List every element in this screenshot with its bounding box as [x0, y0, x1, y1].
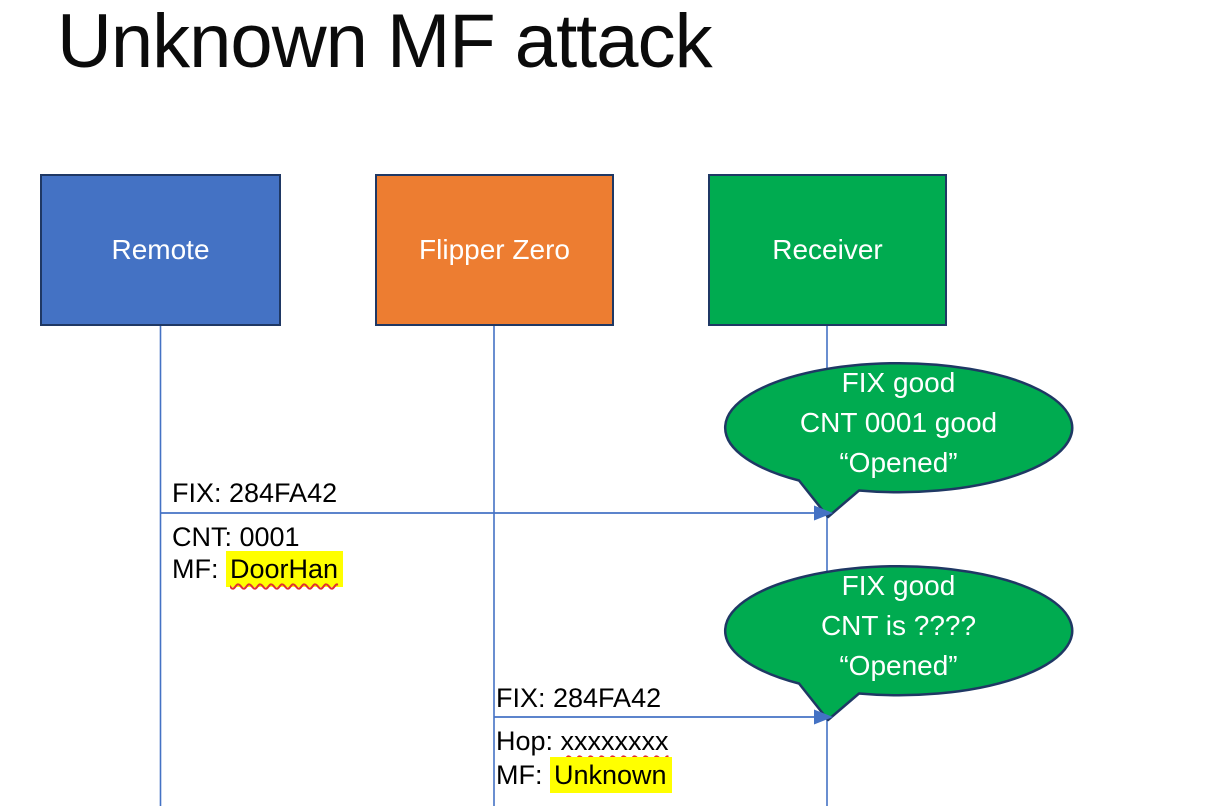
bubble-line: FIX good [841, 367, 956, 398]
bubble-line: CNT 0001 good [799, 407, 998, 438]
speech-bubble-1-text: FIX good CNT 0001 good “Opened” [725, 363, 1072, 483]
speech-bubble-1-shape [723, 361, 1074, 519]
message-1-fix-label: FIX: 284FA42 [172, 478, 338, 508]
speech-bubble-2-text: FIX good CNT is ???? “Opened” [725, 566, 1072, 686]
actor-box-receiver: Receiver [708, 174, 947, 326]
field-name: MF: [496, 760, 550, 790]
bubble-line: FIX good [841, 570, 956, 601]
speech-bubble-2-shape [723, 564, 1074, 722]
highlighted-field-value: DoorHan [226, 551, 344, 587]
message-2-fix-label: FIX: 284FA42 [496, 683, 662, 713]
message-1-mf-label: MF: DoorHan [172, 551, 344, 587]
squiggled-field-value: xxxxxxxx [560, 726, 669, 756]
field-value: 0001 [239, 522, 300, 552]
field-name: Hop: [496, 726, 561, 756]
bubble-line: CNT is ???? [820, 610, 977, 641]
bubble-line: “Opened” [839, 650, 958, 681]
actor-label-receiver: Receiver [772, 234, 883, 265]
message-2-mf-label: MF: Unknown [496, 757, 672, 793]
actor-label-flipper-zero: Flipper Zero [419, 234, 570, 265]
actor-label-remote: Remote [111, 234, 210, 265]
actor-box-flipper-zero: Flipper Zero [375, 174, 614, 326]
message-arrow-1-head [814, 505, 833, 521]
slide-title: Unknown MF attack [57, 0, 713, 84]
actor-box-remote: Remote [40, 174, 281, 326]
highlighted-field-value: Unknown [550, 757, 672, 793]
message-1-cnt-label: CNT: 0001 [172, 520, 300, 554]
field-name: CNT: [172, 522, 240, 552]
bubble-line: “Opened” [839, 447, 958, 478]
message-arrow-2-head [814, 709, 833, 725]
message-2-hop-label: Hop: xxxxxxxx [496, 724, 669, 758]
field-name: MF: [172, 554, 226, 584]
